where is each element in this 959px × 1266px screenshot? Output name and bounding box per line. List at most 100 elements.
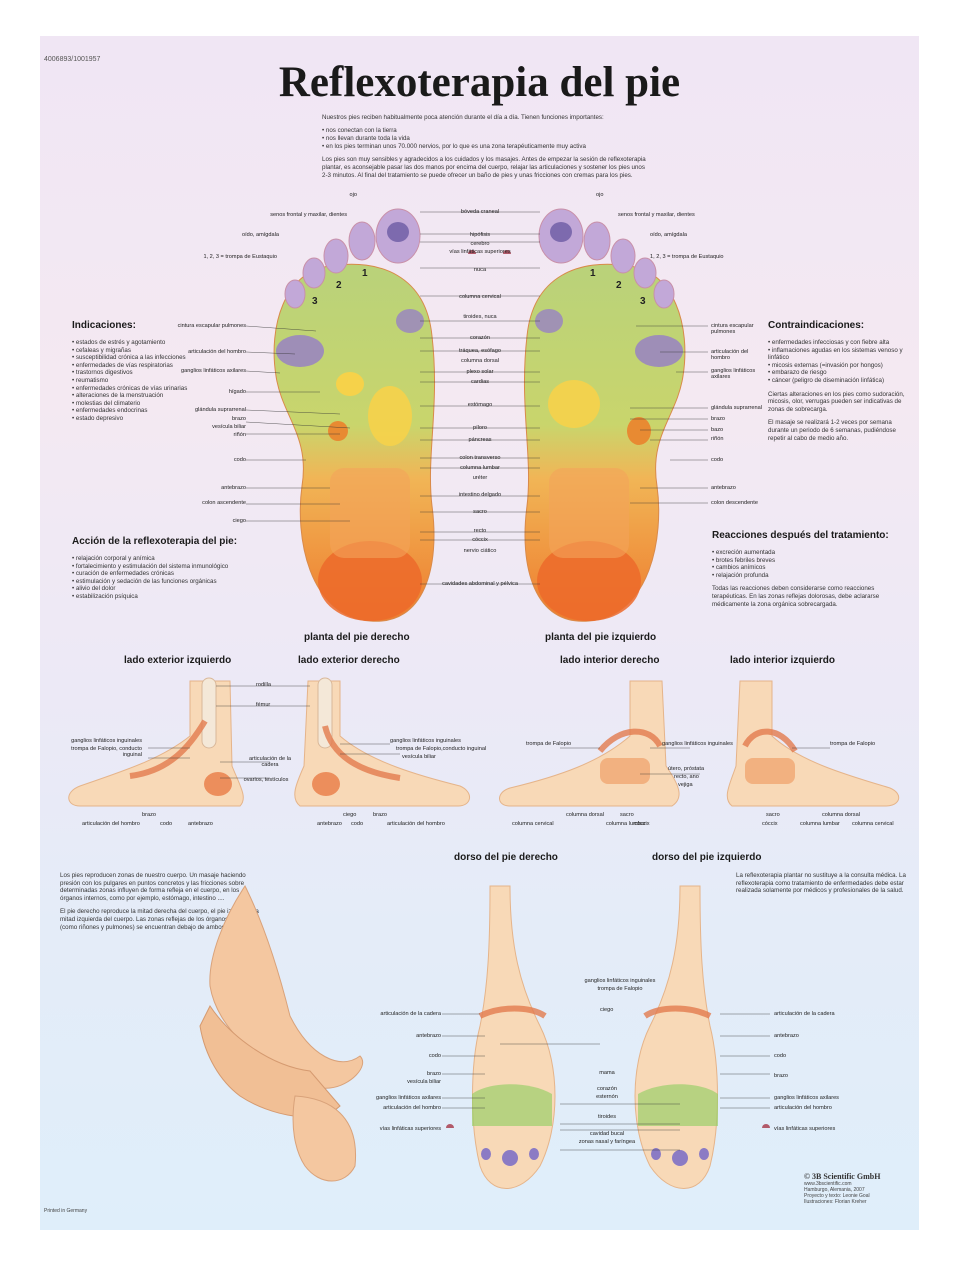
bottom-left-text: Los pies reproducen zonas de nuestro cue…	[60, 872, 260, 937]
dorso-label: cavidad bucal	[589, 1131, 625, 1137]
side-foot-3	[499, 680, 680, 807]
sole-label: brazo	[232, 416, 246, 422]
sole-label: colon transverso	[459, 455, 501, 461]
list-item: estimulación y sedación de las funciones…	[72, 578, 262, 586]
sole-label: nervio ciático	[463, 548, 497, 554]
sole-label: colon ascendente	[202, 500, 246, 506]
side-label: brazo	[373, 812, 387, 818]
list-item: alteraciones de la menstruación	[72, 392, 212, 400]
side-label: articulación de la cadera	[249, 756, 291, 769]
sole-label: oído, amígdala	[650, 232, 688, 238]
bottom-right-text: La reflexoterapia plantar no sustituye a…	[736, 872, 910, 901]
sole-label: cavidades abdominal y pélvica	[442, 581, 518, 587]
dorso-label: zonas nasal y faríngea	[578, 1139, 636, 1145]
caption-dorso-right: dorso del pie derecho	[454, 852, 558, 863]
dorso-label: brazo	[774, 1073, 788, 1079]
left-sole	[523, 208, 686, 622]
sole-label: uréter	[472, 475, 488, 481]
publisher-line: Proyecto y texto: Leonie Goal	[804, 1193, 870, 1199]
list-item: relajación corporal y anímica	[72, 555, 262, 563]
side-label: trompa de Falopio	[830, 741, 876, 747]
side-foot-2	[294, 677, 470, 807]
sole-label: articulación del hombro	[711, 349, 749, 362]
indicaciones-title: Indicaciones:	[72, 320, 136, 331]
list-item: susceptibilidad crónica a las infeccione…	[72, 354, 212, 362]
side-label: trompa de Falopio,conducto inguinal	[396, 746, 487, 752]
dorso-label: ganglios linfáticos axilares	[376, 1095, 441, 1101]
printed-note: Printed in Germany	[44, 1208, 88, 1214]
list-item: cefaleas y migrañas	[72, 347, 212, 355]
list-item: excreción aumentada	[712, 549, 908, 557]
dorso-label: corazón	[597, 1086, 617, 1092]
toe-digit: 1	[362, 268, 368, 279]
side-label: codo	[351, 821, 364, 827]
lymph-icon	[762, 1124, 770, 1128]
sole-label: intestino delgado	[458, 492, 502, 498]
sole-label: brazo	[711, 416, 725, 422]
side-label: columna lumbar	[606, 821, 646, 827]
list-item: alivio del dolor	[72, 585, 262, 593]
dorso-label: articulación de la cadera	[774, 1011, 835, 1017]
publisher-line: Hamburgo, Alemania, 2007	[804, 1187, 865, 1193]
list-item: relajación profunda	[712, 572, 908, 580]
sole-label: hígado	[228, 389, 246, 395]
dorso-label: articulación del hombro	[383, 1105, 441, 1111]
side-views	[68, 677, 900, 807]
sole-label: corazón	[470, 335, 490, 341]
sole-label: hipófisis	[469, 232, 491, 238]
sole-label: codo	[711, 457, 724, 463]
list-item: reumatismo	[72, 377, 212, 385]
sole-label: cerebro	[470, 241, 490, 247]
side-label: ganglios linfáticos inguinales	[390, 738, 461, 744]
list-item: inflamaciones agudas en los sistemas ven…	[768, 347, 908, 362]
dorso-label: esternón	[596, 1094, 618, 1100]
list-item: fortalecimiento y estimulación del siste…	[72, 563, 262, 571]
side-label: útero, próstata	[668, 766, 705, 772]
side-label: trompa de Falopio	[526, 741, 572, 747]
side-label: trompa de Falopio, conducto inguinal	[71, 746, 142, 759]
sole-label: riñón	[233, 432, 246, 438]
publisher-line: Ilustraciones: Florian Kreher	[804, 1199, 867, 1205]
dorso-label: antebrazo	[774, 1033, 799, 1039]
sole-label: oído, amígdala	[241, 232, 279, 238]
sole-label: codo	[233, 457, 246, 463]
accion-title: Acción de la reflexoterapia del pie:	[72, 536, 238, 547]
sole-label: senos frontal y maxilar, dientes	[270, 212, 347, 218]
side-label: cóccix	[634, 821, 650, 827]
sole-label: ganglios linfáticos axilares	[711, 368, 756, 381]
side-label: cóccix	[762, 821, 778, 827]
reacciones-title: Reacciones después del tratamiento:	[712, 530, 889, 541]
side-label: codo	[160, 821, 173, 827]
list-item: enfermedades infecciosas y con fiebre al…	[768, 339, 908, 347]
sole-label: cintura escapular pulmones	[177, 323, 246, 329]
sole-label: cardias	[470, 379, 490, 385]
indicaciones-list: estados de estrés y agotamiento cefaleas…	[72, 339, 212, 423]
bottom-left-p1: Los pies reproducen zonas de nuestro cue…	[60, 872, 246, 902]
sole-label: cóccix	[472, 537, 488, 543]
list-item: cáncer (peligro de diseminación linfátic…	[768, 377, 908, 385]
side-label: columna lumbar	[800, 821, 840, 827]
caption-sole-left: planta del pie izquierdo	[545, 632, 657, 643]
contraindicaciones-section: Contraindicaciones: enfermedades infecci…	[768, 320, 908, 448]
dorso-label: vías linfáticas superiores	[379, 1126, 441, 1132]
list-item: enfermedades de vías respiratorias	[72, 362, 212, 370]
sole-label: antebrazo	[221, 485, 246, 491]
caption-side-1: lado exterior izquierdo	[124, 655, 232, 666]
sole-label: ojo	[596, 192, 604, 198]
sole-diagram: 1 2 3 1 2 3	[245, 208, 708, 622]
hands-illustration	[199, 885, 363, 1182]
dorso-label: articulación de la cadera	[380, 1011, 441, 1017]
dorso-label: ganglios linfáticos inguinales	[584, 978, 656, 984]
side-label: ganglios linfáticos inguinales	[71, 738, 142, 744]
side-label: articulación del hombro	[82, 821, 140, 827]
intro-bullet: nos conectan con la tierra	[322, 127, 652, 135]
intro-bullets: nos conectan con la tierra nos llevan du…	[322, 127, 652, 151]
side-label: recto, ano	[674, 774, 699, 780]
toe-digit: 3	[640, 296, 646, 307]
contraindicaciones-title: Contraindicaciones:	[768, 320, 865, 331]
sole-label: columna lumbar	[460, 465, 500, 471]
sole-label: estómago	[467, 402, 493, 408]
side-label: brazo	[142, 812, 156, 818]
list-item: estados de estrés y agotamiento	[72, 339, 212, 347]
publisher-line: www.3bscientific.com	[804, 1181, 852, 1187]
